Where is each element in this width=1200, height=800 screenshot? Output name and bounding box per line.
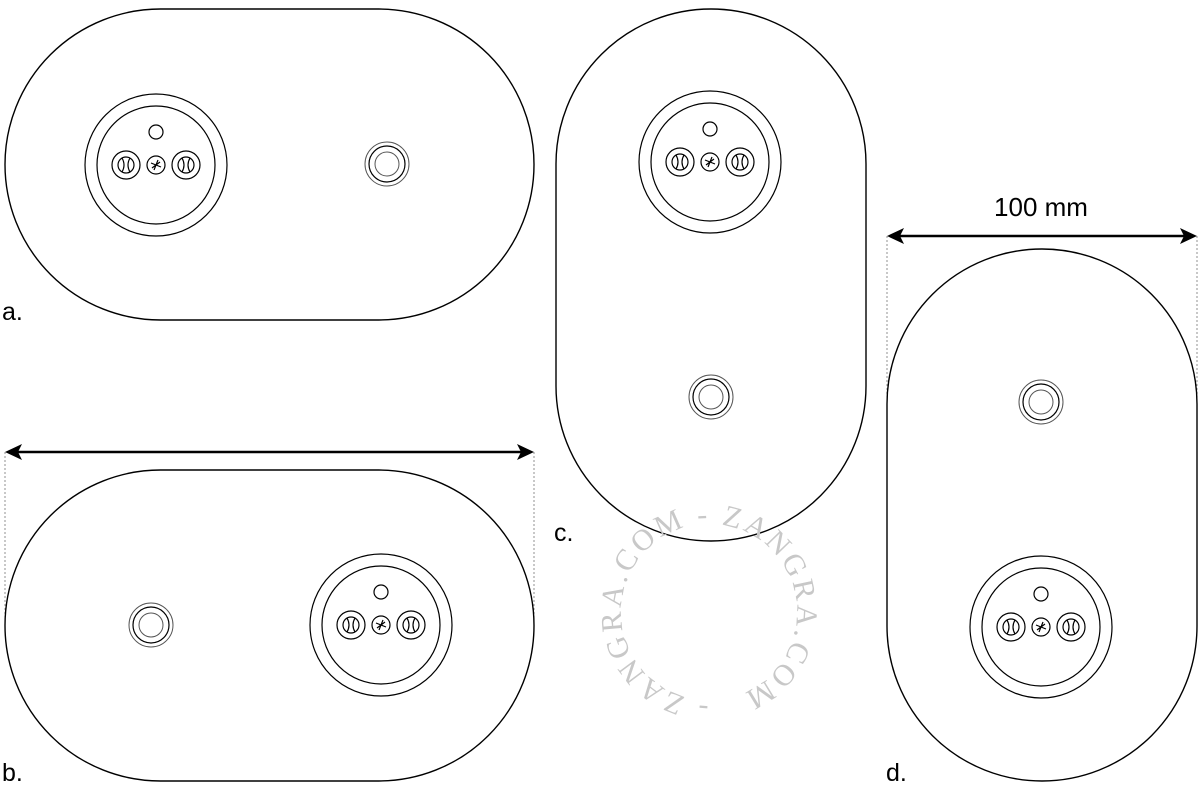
label-a: a.	[2, 298, 23, 326]
variant-b	[4, 444, 535, 782]
wall-plate	[555, 8, 867, 542]
arrowhead-left-icon	[5, 444, 22, 460]
label-d: d.	[886, 759, 907, 787]
wall-plate	[886, 248, 1198, 782]
variant-a	[4, 8, 535, 321]
label-c: c.	[554, 519, 573, 547]
variant-d: 100 mm	[886, 192, 1198, 782]
label-b: b.	[2, 759, 23, 787]
arrowhead-right-icon	[1180, 228, 1197, 244]
arrowhead-right-icon	[517, 444, 534, 460]
arrowhead-left-icon	[887, 228, 904, 244]
variant-c	[555, 8, 867, 542]
wall-plate	[4, 469, 535, 782]
wall-plate	[4, 8, 535, 321]
dimension-label: 100 mm	[994, 192, 1088, 222]
